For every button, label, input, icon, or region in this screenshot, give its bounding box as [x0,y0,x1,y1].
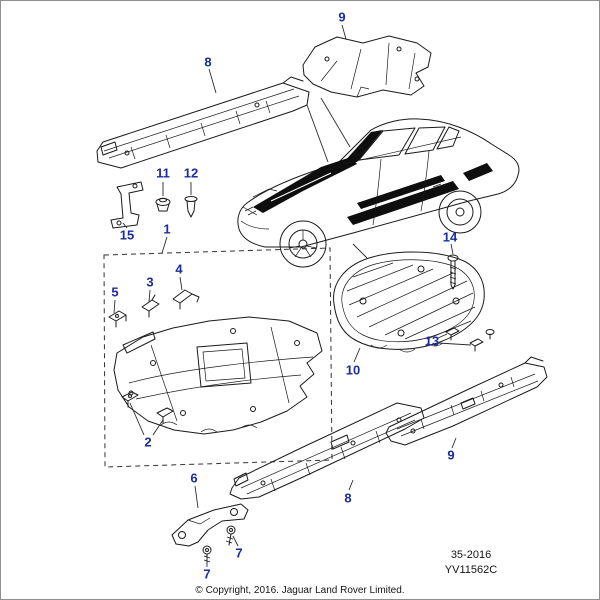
callout-6-bracket: 6 [190,470,198,486]
part-6-bracket [171,503,249,547]
part-10-engine-undershield [333,251,485,353]
car-body-outline [237,118,520,248]
callout-8-top-panel: 8 [204,54,212,70]
part-4-clip [172,289,200,310]
callout-3-clip: 3 [146,274,154,290]
drawing-code: YV11562C [444,563,498,576]
car-floor-shading-upper [357,175,445,209]
part-7-bolts [202,525,236,564]
part-14-screw [447,254,459,290]
callout-14-screw: 14 [442,229,458,245]
callout-7-bolt-lower: 7 [203,566,211,582]
part-3-clip [141,294,160,318]
callout-15-bracket: 15 [119,227,135,243]
callout-7-bolt-upper: 7 [235,545,243,561]
part-8-top-left-panel [96,76,310,169]
callout-13-clips: 13 [424,333,440,349]
callout-9-rear-panel: 9 [447,447,455,463]
part-13-clips [445,327,495,352]
callout-11-grommet: 11 [156,165,170,181]
part-8-bottom-panel [229,402,425,500]
copyright-notice: © Copyright, 2016. Jaguar Land Rover Lim… [195,585,405,596]
callout-1-assembly: 1 [163,221,171,237]
part-15-bracket [110,181,144,229]
figure-number: 35-2016 [450,549,492,561]
part-12-push-pin [184,196,198,218]
callout-9-top-panel: 9 [338,9,346,25]
part-1-assembly-box [103,247,333,468]
part-9-top-panel [302,35,432,98]
part-1-front-undertray [113,316,323,435]
part-11-grommet [155,197,171,212]
callout-8-bottom-panel: 8 [344,490,352,506]
part-5-clip [108,310,127,328]
car-windshield-shading [343,130,383,163]
car-illustration [237,118,520,268]
leader-lines [113,24,472,567]
callout-2-clips: 2 [144,434,152,450]
car-rear-wheel [438,190,482,234]
part-2-clips [121,391,174,424]
car-front-wheel [279,220,327,268]
callout-12-push-pin: 12 [183,165,199,181]
callout-4-clip: 4 [175,261,183,277]
callout-5-clip: 5 [111,284,119,300]
callout-10-undershield: 10 [345,362,361,378]
figure-reference: 35-2016 YV11562C [431,548,511,578]
car-rear-quarter-shading [463,163,493,181]
part-9-rear-panel [385,356,548,446]
